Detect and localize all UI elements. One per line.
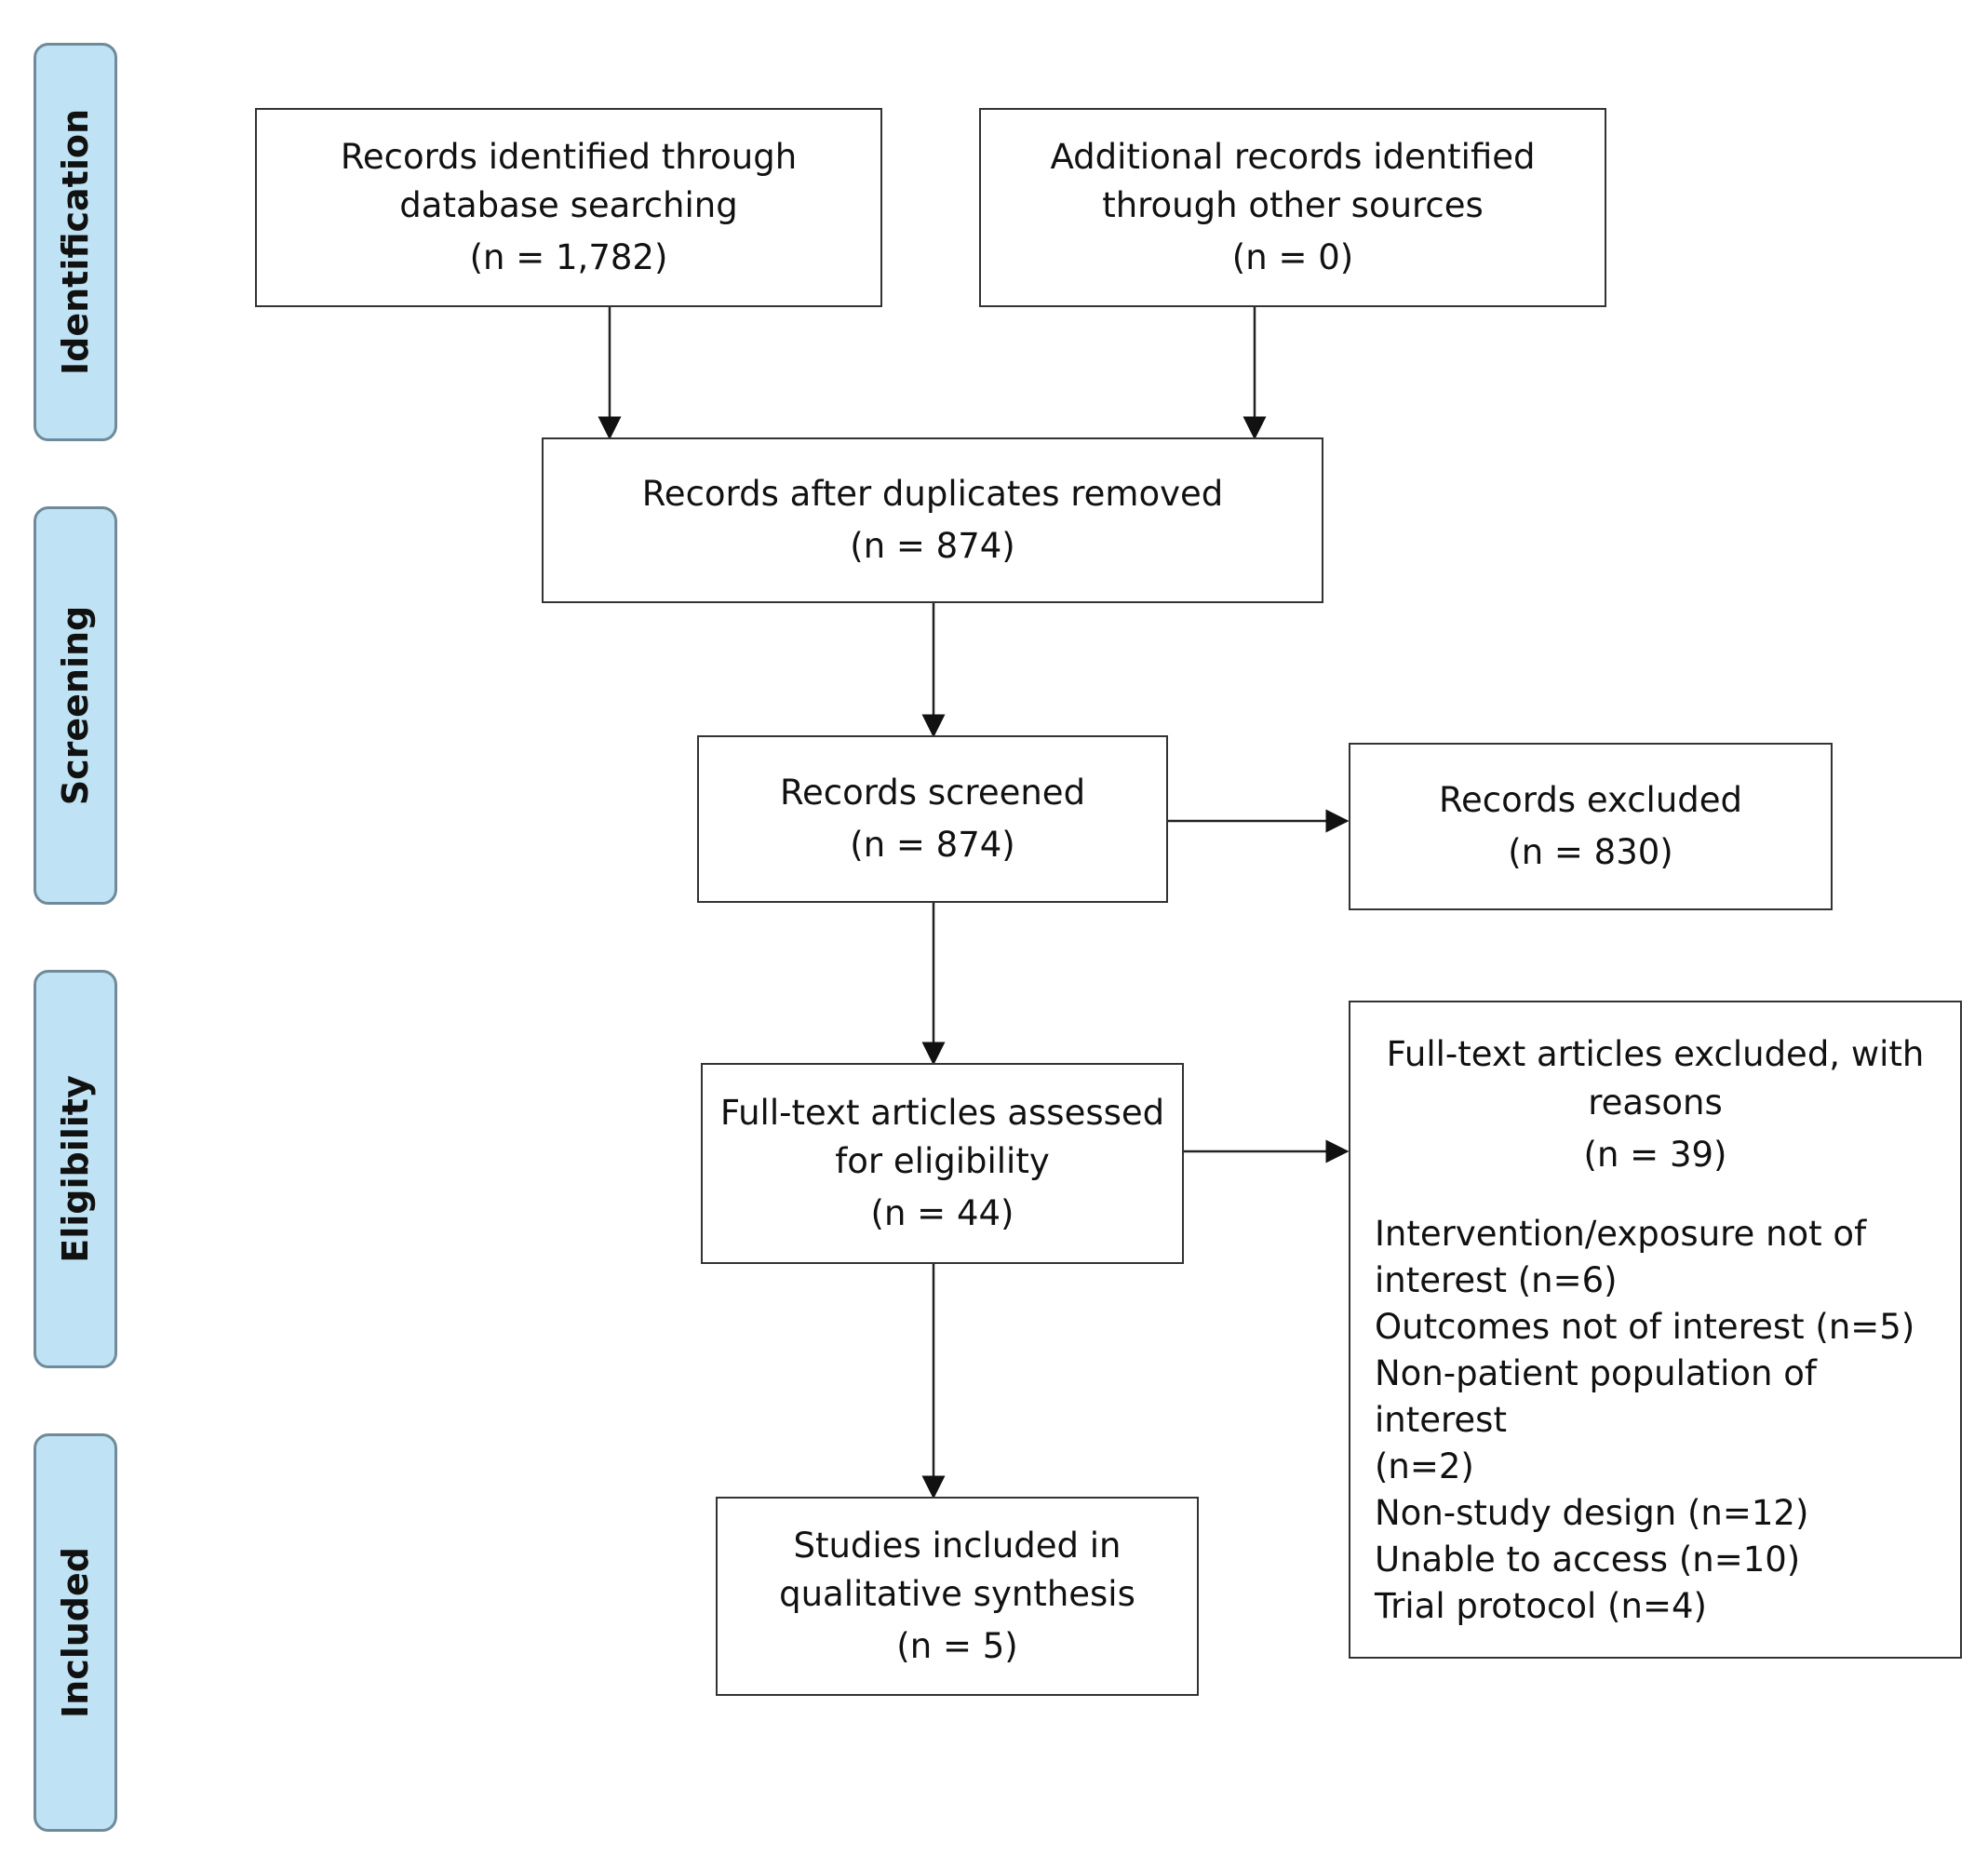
exclusion-reason-line: Intervention/exposure not of	[1375, 1214, 1867, 1254]
box-records-screened: Records screened (n = 874)	[697, 735, 1168, 903]
box-full-text-excluded-count: (n = 39)	[1583, 1135, 1727, 1175]
box-database-search-count: (n = 1,782)	[469, 237, 668, 277]
box-duplicates-removed: Records after duplicates removed (n = 87…	[542, 437, 1323, 603]
stage-identification: Identification	[34, 43, 117, 441]
exclusion-reason-line: Unable to access (n=10)	[1375, 1540, 1801, 1580]
box-studies-included-line-2: qualitative synthesis	[779, 1574, 1135, 1614]
box-other-sources-line-2: through other sources	[1102, 185, 1484, 225]
box-full-text-excluded: Full-text articles excluded, with reason…	[1349, 1001, 1962, 1659]
exclusion-reason-line: Non-study design (n=12)	[1375, 1493, 1809, 1533]
box-full-text-assessed: Full-text articles assessed for eligibil…	[701, 1063, 1184, 1264]
box-records-excluded-line-1: Records excluded	[1438, 780, 1743, 820]
box-studies-included: Studies included in qualitative synthesi…	[716, 1497, 1199, 1696]
box-other-sources: Additional records identified through ot…	[979, 108, 1606, 307]
box-studies-included-count: (n = 5)	[896, 1626, 1018, 1666]
exclusion-reason-line: Non-patient population of interest	[1375, 1353, 1817, 1440]
exclusion-reason-line: Outcomes not of interest (n=5)	[1375, 1307, 1915, 1347]
box-full-text-assessed-line-1: Full-text articles assessed	[719, 1093, 1165, 1133]
stage-eligibility: Eligibility	[34, 970, 117, 1368]
stage-screening: Screening	[34, 506, 117, 905]
box-database-search-line-2: database searching	[399, 185, 738, 225]
box-full-text-excluded-line-1: Full-text articles excluded, with	[1386, 1034, 1925, 1074]
box-full-text-excluded-line-2: reasons	[1588, 1082, 1723, 1123]
box-full-text-assessed-line-2: for eligibility	[835, 1141, 1050, 1181]
box-records-screened-line-1: Records screened	[779, 773, 1086, 813]
box-other-sources-line-1: Additional records identified	[1050, 137, 1536, 177]
box-duplicates-removed-line-1: Records after duplicates removed	[641, 474, 1224, 514]
box-other-sources-count: (n = 0)	[1231, 237, 1354, 277]
exclusion-reason-line: interest (n=6)	[1375, 1260, 1618, 1300]
exclusion-reasons-list: Intervention/exposure not of interest (n…	[1350, 1211, 1960, 1630]
box-records-excluded-count: (n = 830)	[1508, 832, 1673, 872]
box-records-screened-count: (n = 874)	[850, 825, 1015, 865]
box-studies-included-line-1: Studies included in	[793, 1526, 1122, 1566]
box-full-text-assessed-count: (n = 44)	[870, 1193, 1014, 1233]
box-database-search: Records identified through database sear…	[255, 108, 882, 307]
box-records-excluded: Records excluded (n = 830)	[1349, 743, 1833, 910]
exclusion-reason-line: (n=2)	[1375, 1446, 1474, 1486]
stage-included: Included	[34, 1433, 117, 1832]
box-duplicates-removed-count: (n = 874)	[850, 526, 1015, 566]
exclusion-reason-line: Trial protocol (n=4)	[1375, 1586, 1707, 1626]
box-database-search-line-1: Records identified through	[340, 137, 798, 177]
